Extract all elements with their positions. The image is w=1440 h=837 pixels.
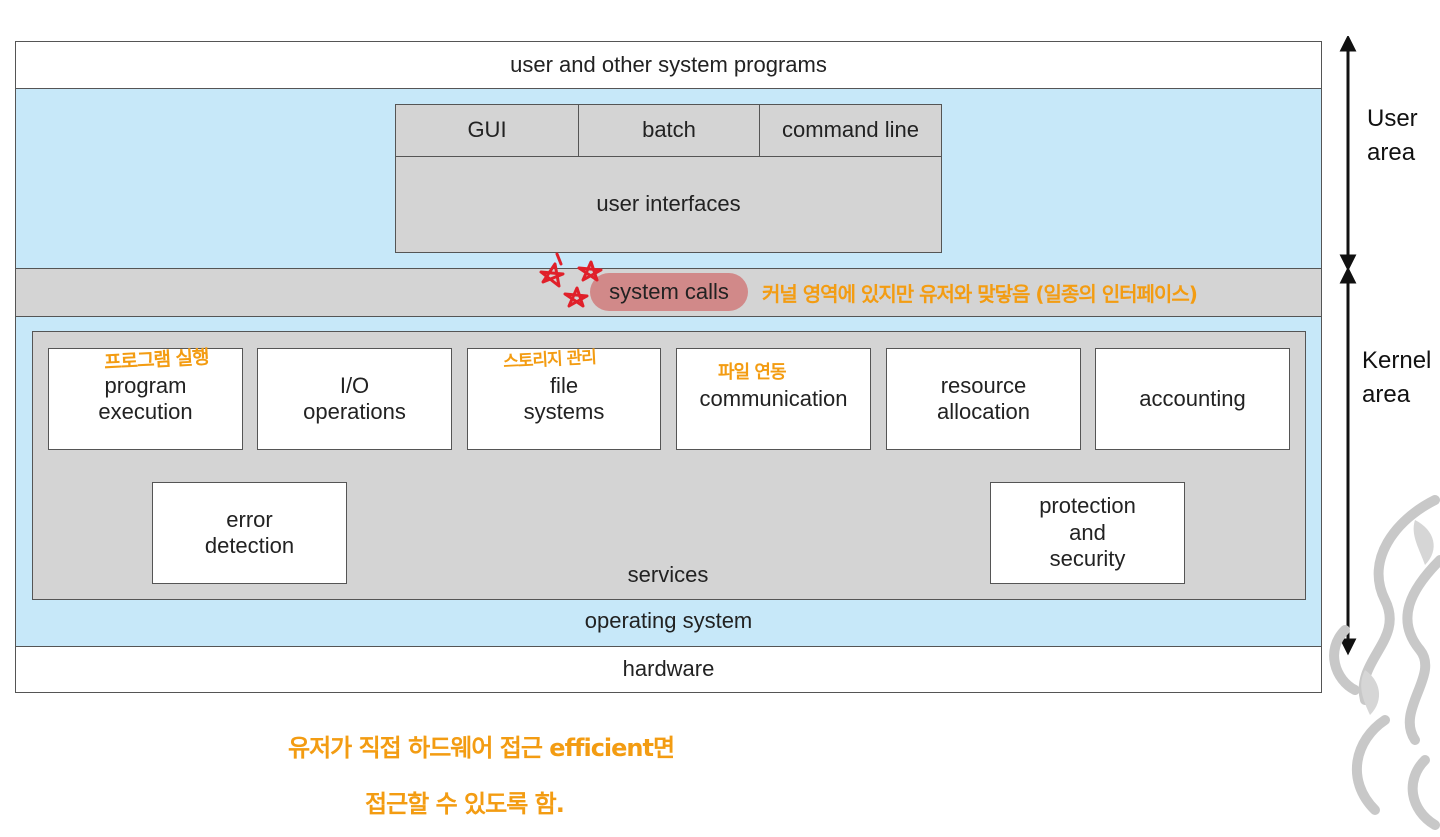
- service-label: communication: [699, 385, 848, 411]
- star-mark: [577, 260, 603, 282]
- service-label: error: [226, 506, 273, 532]
- user-programs-label: user and other system programs: [510, 51, 827, 77]
- service-label: security: [1049, 546, 1126, 572]
- hardware-label: hardware: [622, 656, 715, 682]
- service-label: execution: [98, 399, 193, 424]
- user-programs-layer: user and other system programs: [15, 41, 1322, 89]
- communication-annotation: 파일 연동: [718, 362, 787, 383]
- operating-system-label: operating system: [584, 607, 753, 633]
- service-protection-security: protection and security: [990, 482, 1185, 584]
- hardware-layer: hardware: [15, 646, 1322, 693]
- operating-system-label-box: operating system: [15, 604, 1322, 638]
- service-label: systems: [523, 399, 605, 424]
- ui-option-batch: batch: [578, 104, 760, 157]
- star-mark: [555, 252, 563, 266]
- service-label: program: [104, 372, 187, 398]
- bottom-note-line-2: 접근할 수 있도록 함.: [365, 790, 565, 818]
- service-label: allocation: [937, 399, 1030, 424]
- service-resource-allocation: resource allocation: [886, 348, 1081, 450]
- service-label: and: [1069, 519, 1106, 545]
- service-io-operations: I/O operations: [257, 348, 452, 450]
- kernel-area-label: Kernel area: [1362, 344, 1431, 411]
- service-label: file: [549, 372, 579, 398]
- system-calls-label-box: system calls: [590, 273, 748, 311]
- ui-option-label: GUI: [467, 117, 507, 143]
- user-area-line: User: [1367, 105, 1418, 132]
- arrow-head-up: [1339, 36, 1357, 52]
- service-label: detection: [204, 533, 295, 558]
- star-mark: [539, 262, 565, 288]
- service-program-execution: program execution: [48, 348, 243, 450]
- arrow-head-up: [1339, 266, 1357, 284]
- bottom-note-line-1: 유저가 직접 하드웨어 접근 efficient면: [288, 734, 675, 762]
- ui-option-gui: GUI: [395, 104, 579, 157]
- system-calls-annotation: 커널 영역에 있지만 유저와 맞닿음 (일종의 인터페이스): [762, 282, 1198, 306]
- service-label: resource: [940, 372, 1027, 398]
- user-area-label: User area: [1367, 102, 1418, 169]
- user-area-line: area: [1367, 138, 1416, 166]
- arrow-head-down: [1339, 638, 1357, 656]
- star-marks: [539, 252, 603, 308]
- service-file-systems: file systems: [467, 348, 661, 450]
- star-mark: [563, 286, 589, 308]
- system-calls-highlight: [590, 273, 748, 311]
- ui-option-label: command line: [782, 117, 919, 143]
- service-label: I/O: [339, 372, 370, 398]
- decorative-swirl: [1329, 495, 1440, 830]
- kernel-area-line: Kernel: [1362, 347, 1432, 374]
- service-label: protection: [1039, 493, 1136, 519]
- ui-option-command-line: command line: [759, 104, 942, 157]
- service-communication: communication: [676, 348, 871, 450]
- services-label-box: services: [568, 560, 768, 590]
- area-arrows: [1339, 36, 1357, 656]
- service-error-detection: error detection: [152, 482, 347, 584]
- user-interfaces-label: user interfaces: [596, 191, 741, 217]
- arrow-head-down: [1339, 254, 1357, 272]
- service-accounting: accounting: [1095, 348, 1290, 450]
- ui-option-label: batch: [642, 117, 696, 143]
- file-systems-annotation: 스토리지 관리: [502, 347, 597, 373]
- user-interfaces-box: user interfaces: [395, 156, 942, 253]
- services-label: services: [627, 561, 709, 587]
- service-label: operations: [303, 399, 406, 424]
- service-label: accounting: [1139, 385, 1246, 411]
- system-calls-label: system calls: [609, 278, 729, 304]
- program-execution-annotation: 프로그램 실행: [103, 346, 210, 374]
- kernel-area-line: area: [1362, 380, 1411, 408]
